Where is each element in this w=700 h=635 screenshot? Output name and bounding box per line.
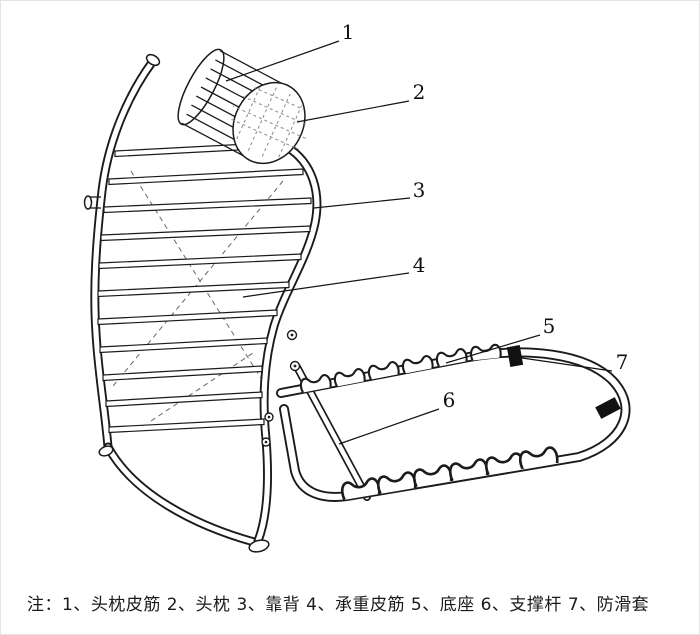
strap [97,309,278,326]
anti-slip-sleeve [506,345,524,367]
leader-line-1 [225,40,340,82]
strap [98,253,302,270]
left-peg [83,195,101,210]
anti-slip-sleeves [506,345,621,419]
hook [299,374,332,394]
joint-bolts [261,329,301,447]
part-number-7: 7 [616,350,629,374]
part-number-6: 6 [443,388,456,412]
hook [518,446,559,470]
part-number-5: 5 [543,314,556,338]
hook [412,464,453,488]
strap [97,281,290,298]
hook [333,368,366,388]
backrest-left-tube [90,56,158,452]
hook [340,477,381,501]
hook [448,458,489,482]
part-numbers: 1 2 3 4 5 6 7 [342,20,629,412]
backrest-straps [97,141,312,434]
figure-caption: 注：1、头枕皮筋 2、头枕 3、靠背 4、承重皮筋 5、底座 6、支撑杆 7、防… [27,595,650,615]
strap [102,365,263,382]
frame-feet [98,53,270,553]
leader-line-5 [445,334,541,364]
strap [108,168,304,186]
hook [367,361,400,381]
part-number-1: 1 [342,20,355,44]
part-number-2: 2 [413,80,426,104]
backrest-tension-lines [112,170,284,422]
leader-line-2 [296,100,410,123]
hook [376,471,417,495]
leader-lines [225,40,613,445]
hook [435,348,468,368]
strap [100,225,311,242]
part-number-4: 4 [413,253,426,277]
part-number-3: 3 [413,178,426,202]
backrest-bottom-rail [103,442,259,547]
anti-slip-sleeve [595,397,621,419]
strap [103,197,312,214]
strap [105,391,263,408]
leader-line-6 [338,408,440,445]
strap [99,337,268,354]
leader-line-4 [242,272,410,298]
strap [108,418,265,434]
backrest-right-tube [253,142,322,546]
base-hooks [299,343,559,501]
hook [484,452,525,476]
headrest [177,48,317,174]
base-frame [276,347,631,502]
headrest-texture [225,72,317,174]
hook [401,355,434,375]
leader-line-3 [313,197,411,209]
leader-line-7 [521,357,613,372]
